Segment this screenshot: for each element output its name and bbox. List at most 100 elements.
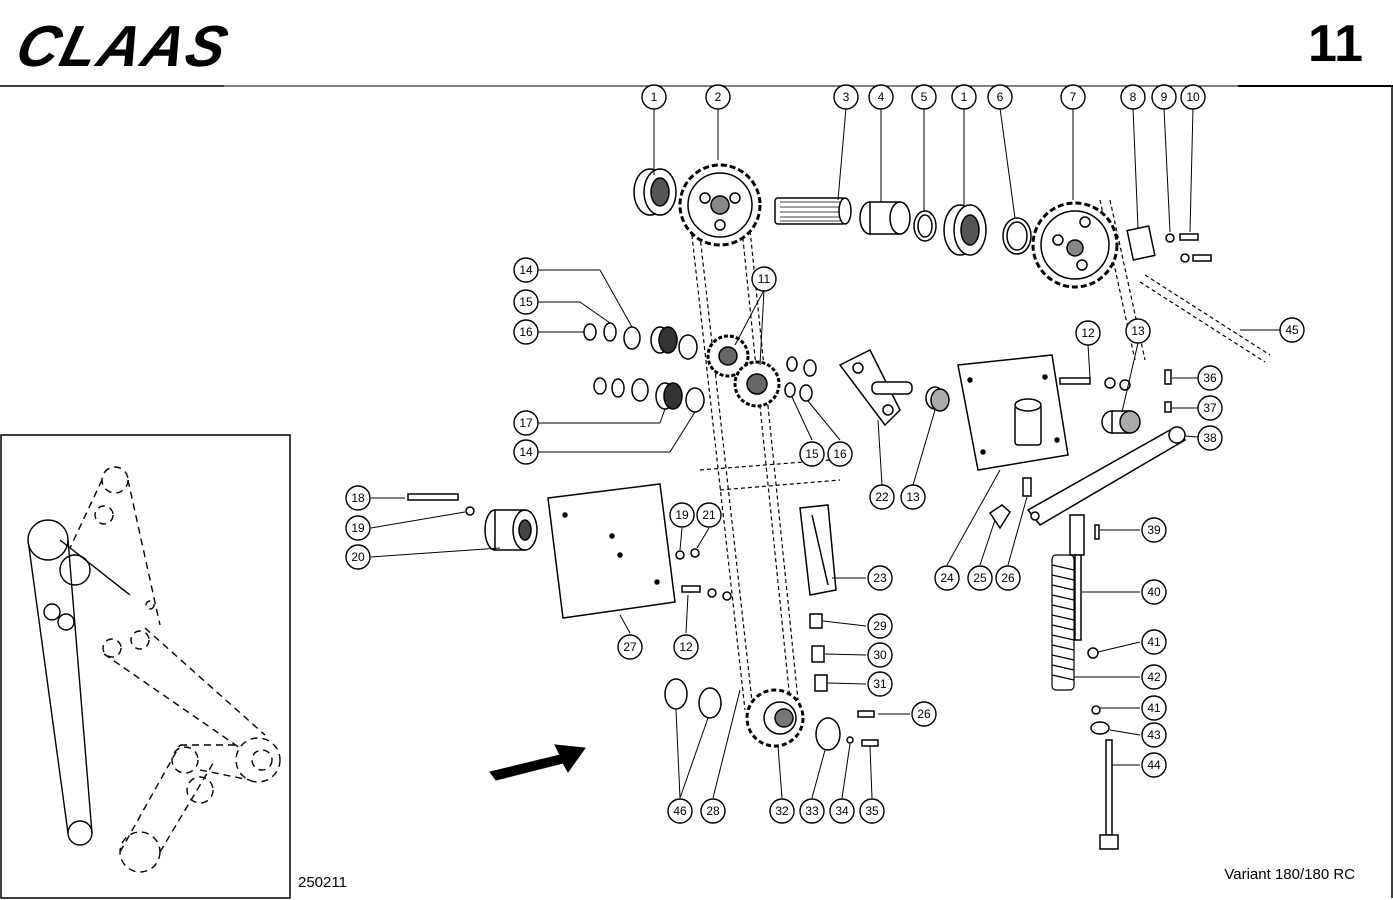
callout-15: 15 <box>513 289 539 315</box>
callout-label: 40 <box>1147 585 1161 599</box>
callout-46: 46 <box>667 798 693 824</box>
callout-label: 39 <box>1147 523 1161 537</box>
callout-label: 41 <box>1147 701 1161 715</box>
callout-label: 4 <box>878 90 885 104</box>
callout-circle <box>673 634 699 660</box>
drawing-number: 250211 <box>298 874 347 891</box>
callout-label: 13 <box>1131 324 1145 338</box>
callout-label: 12 <box>679 640 693 654</box>
callout-23: 23 <box>867 565 893 591</box>
callout-circle <box>1279 317 1305 343</box>
callout-label: 12 <box>1081 326 1095 340</box>
callout-13: 13 <box>1125 318 1151 344</box>
callout-label: 25 <box>973 571 987 585</box>
callout-label: 2 <box>715 90 722 104</box>
callout-31: 31 <box>867 671 893 697</box>
callout-label: 15 <box>805 447 819 461</box>
callout-circle <box>799 441 825 467</box>
callout-37: 37 <box>1197 395 1223 421</box>
callout-1: 1 <box>641 84 667 110</box>
callout-circle <box>513 319 539 345</box>
callout-label: 44 <box>1147 758 1161 772</box>
callout-19: 19 <box>345 515 371 541</box>
callout-42: 42 <box>1141 664 1167 690</box>
callout-circle <box>513 439 539 465</box>
callout-circle <box>1141 722 1167 748</box>
callout-label: 17 <box>519 416 533 430</box>
callout-label: 23 <box>873 571 887 585</box>
callout-32: 32 <box>769 798 795 824</box>
callout-label: 29 <box>873 619 887 633</box>
callout-circle <box>705 84 731 110</box>
callout-circle <box>1197 365 1223 391</box>
callout-circle <box>1180 84 1206 110</box>
callout-10: 10 <box>1180 84 1206 110</box>
callout-label: 15 <box>519 295 533 309</box>
callout-22: 22 <box>869 484 895 510</box>
callout-label: 42 <box>1147 670 1161 684</box>
callout-circle <box>1141 695 1167 721</box>
callout-circle <box>696 502 722 528</box>
callout-circle <box>987 84 1013 110</box>
callout-16: 16 <box>513 319 539 345</box>
callout-circle <box>867 642 893 668</box>
callout-17: 17 <box>513 410 539 436</box>
callout-circle <box>867 671 893 697</box>
callout-circle <box>1151 84 1177 110</box>
callout-20: 20 <box>345 544 371 570</box>
callout-11: 11 <box>751 266 777 292</box>
callout-circle <box>934 565 960 591</box>
callout-label: 43 <box>1147 728 1161 742</box>
callout-16: 16 <box>827 441 853 467</box>
callout-label: 26 <box>917 707 931 721</box>
callout-34: 34 <box>829 798 855 824</box>
callout-label: 46 <box>673 804 687 818</box>
callout-26: 26 <box>911 701 937 727</box>
callout-circle <box>769 798 795 824</box>
callout-label: 31 <box>873 677 887 691</box>
callout-label: 19 <box>351 521 365 535</box>
callout-circle <box>911 701 937 727</box>
callout-35: 35 <box>859 798 885 824</box>
callout-circle <box>1197 395 1223 421</box>
callout-label: 14 <box>519 263 533 277</box>
callout-27: 27 <box>617 634 643 660</box>
callout-13: 13 <box>900 484 926 510</box>
callout-41: 41 <box>1141 629 1167 655</box>
callout-circle <box>900 484 926 510</box>
callout-circle <box>951 84 977 110</box>
callout-45: 45 <box>1279 317 1305 343</box>
callout-8: 8 <box>1120 84 1146 110</box>
callout-label: 37 <box>1203 401 1217 415</box>
callout-circle <box>869 484 895 510</box>
inset-schematic <box>27 466 281 873</box>
callout-circle <box>829 798 855 824</box>
callout-label: 26 <box>1001 571 1015 585</box>
callout-circle <box>1125 318 1151 344</box>
callout-label: 1 <box>961 90 968 104</box>
leader-lines <box>370 107 1280 799</box>
callout-14: 14 <box>513 257 539 283</box>
callout-26: 26 <box>995 565 1021 591</box>
direction-arrow <box>489 744 586 781</box>
callout-circle <box>833 84 859 110</box>
callout-label: 10 <box>1186 90 1200 104</box>
callout-circle <box>1197 425 1223 451</box>
callout-label: 35 <box>865 804 879 818</box>
callout-18: 18 <box>345 485 371 511</box>
callout-label: 24 <box>940 571 954 585</box>
callout-circle <box>827 441 853 467</box>
callout-circle <box>868 84 894 110</box>
callout-24: 24 <box>934 565 960 591</box>
callout-44: 44 <box>1141 752 1167 778</box>
callout-25: 25 <box>967 565 993 591</box>
callout-label: 27 <box>623 640 637 654</box>
callout-circle <box>867 565 893 591</box>
callout-7: 7 <box>1060 84 1086 110</box>
callout-circle <box>345 485 371 511</box>
callout-circle <box>995 565 1021 591</box>
callout-circle <box>751 266 777 292</box>
